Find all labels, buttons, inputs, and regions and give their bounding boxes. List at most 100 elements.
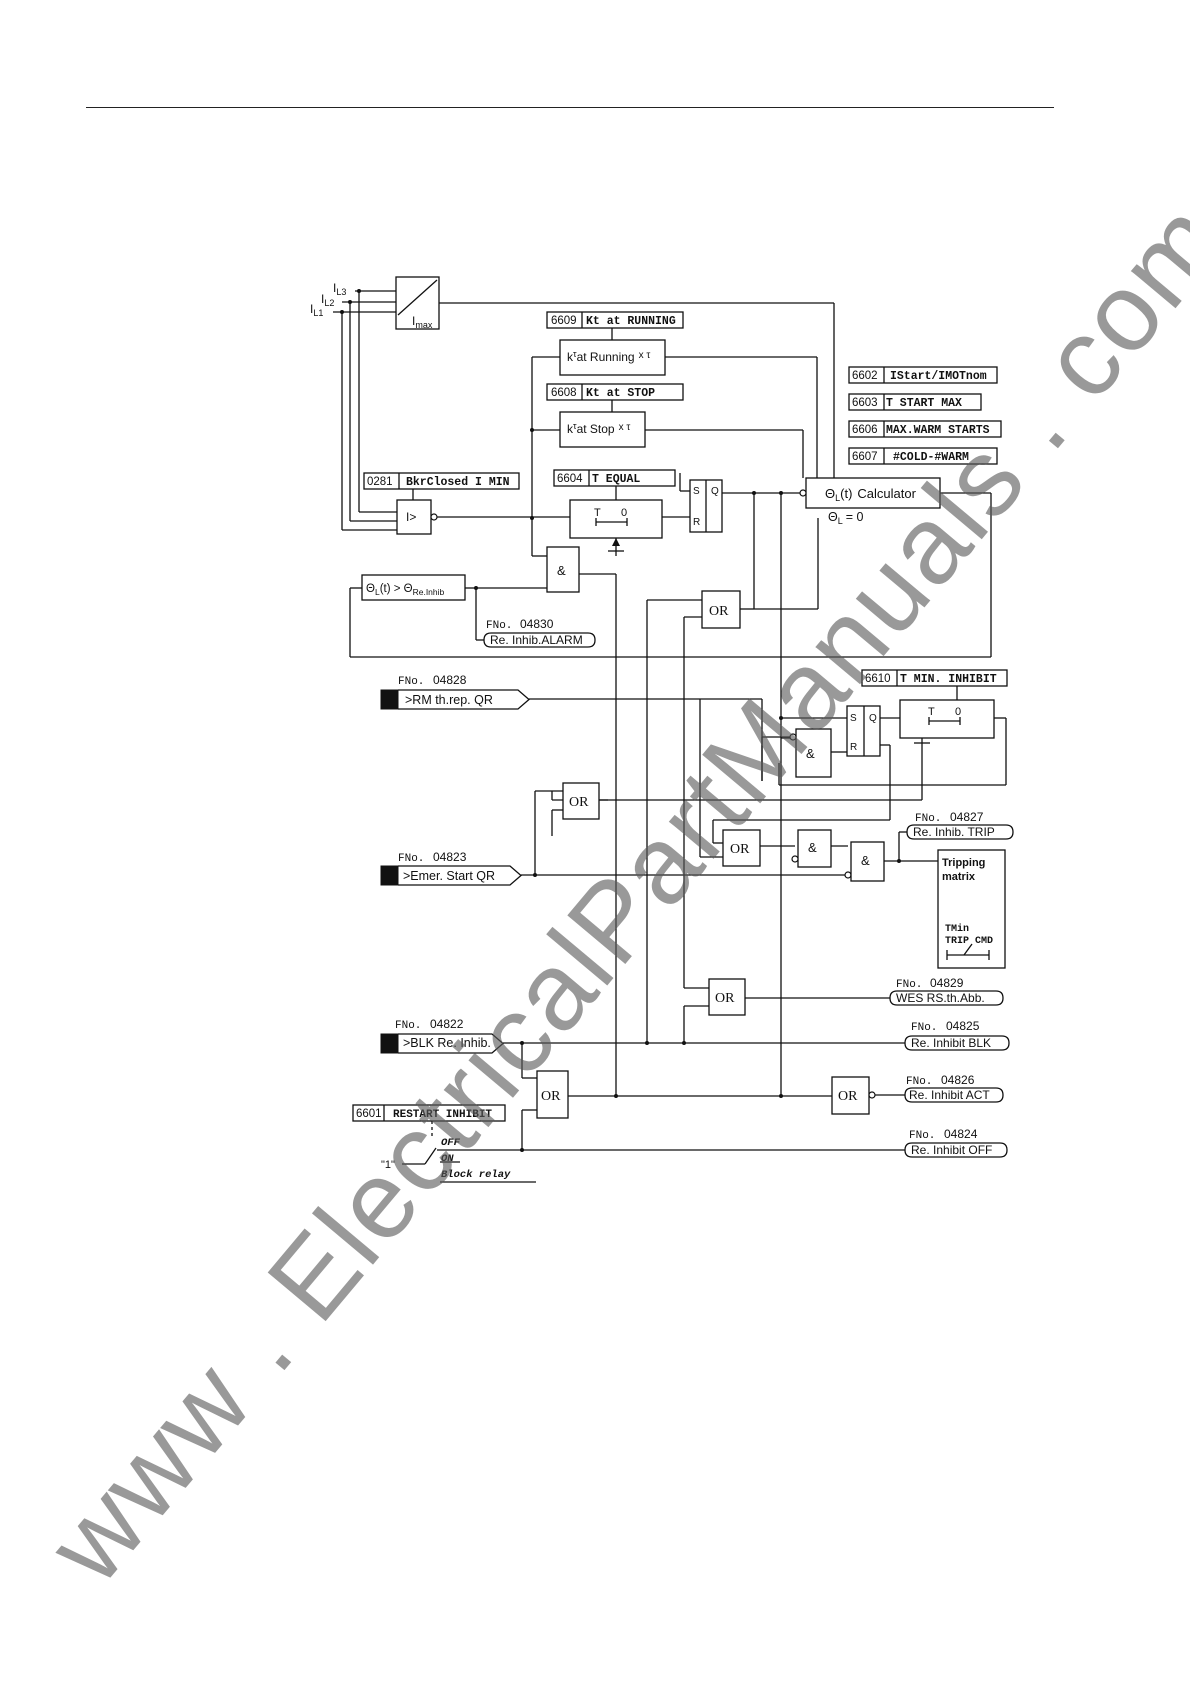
svg-text:Kt at STOP: Kt at STOP xyxy=(586,387,655,400)
svg-text:>BLK Re. Inhib.: >BLK Re. Inhib. xyxy=(403,1036,491,1050)
svg-text:6610: 6610 xyxy=(865,673,891,685)
svg-text:#COLD-#WARM: #COLD-#WARM xyxy=(893,451,969,464)
svg-text:Re. Inhibit OFF: Re. Inhibit OFF xyxy=(911,1143,992,1157)
svg-text:T EQUAL: T EQUAL xyxy=(592,473,640,486)
svg-text:&: & xyxy=(808,840,817,855)
il3-label: IL3 xyxy=(333,281,346,297)
svg-text:T MIN. INHIBIT: T MIN. INHIBIT xyxy=(900,673,997,686)
svg-text:T: T xyxy=(928,706,935,718)
annunciation-out-04827: FNo. 04827 Re. Inhib. TRIP xyxy=(906,810,1014,840)
param-6607: 6607 #COLD-#WARM xyxy=(848,447,998,465)
svg-text:0: 0 xyxy=(955,706,961,718)
imax-block: Imax xyxy=(395,276,835,478)
svg-text:FNo.: FNo. xyxy=(909,1130,935,1142)
svg-text:Block relay: Block relay xyxy=(441,1169,511,1181)
il2-label: IL2 xyxy=(321,292,334,308)
svg-text:MAX.WARM STARTS: MAX.WARM STARTS xyxy=(886,424,990,437)
svg-text:04824: 04824 xyxy=(944,1127,978,1141)
sr-flipflop-2: S Q R xyxy=(846,705,900,757)
annunciation-out-04830: FNo. 04830 Re. Inhib.ALARM xyxy=(483,617,596,648)
param-6601: 6601 RESTART INHIBIT xyxy=(352,1104,506,1138)
svg-text:>RM th.rep. QR: >RM th.rep. QR xyxy=(405,693,493,707)
param-6610: 6610 T MIN. INHIBIT xyxy=(861,669,1008,687)
svg-text:OR: OR xyxy=(709,604,729,619)
svg-text:OR: OR xyxy=(541,1089,561,1104)
svg-text:OR: OR xyxy=(715,991,735,1006)
annunciation-out-04824: FNo. 04824 Re. Inhibit OFF xyxy=(904,1127,1008,1158)
i-greater-label: I> xyxy=(406,510,416,524)
svg-text:6607: 6607 xyxy=(852,451,878,463)
svg-text:Re. Inhibit BLK: Re. Inhibit BLK xyxy=(911,1036,991,1050)
svg-text:FNo.: FNo. xyxy=(915,813,941,825)
svg-text:S: S xyxy=(693,486,700,497)
il1-label: IL1 xyxy=(310,302,323,318)
theta-calculator-label: ΘL(t)Calculator xyxy=(825,486,917,503)
svg-text:T: T xyxy=(594,507,601,519)
annunciation-out-04826: FNo. 04826 Re. Inhibit ACT xyxy=(904,1073,1004,1103)
svg-text:0: 0 xyxy=(621,507,627,519)
svg-text:FNo.: FNo. xyxy=(486,620,512,632)
svg-text:FNo.: FNo. xyxy=(398,676,424,688)
svg-text:TRIP CMD: TRIP CMD xyxy=(945,936,993,947)
svg-text:BkrClosed I MIN: BkrClosed I MIN xyxy=(406,476,510,489)
svg-text:>Emer. Start QR: >Emer. Start QR xyxy=(403,869,495,883)
svg-text:WES RS.th.Abb.: WES RS.th.Abb. xyxy=(896,991,985,1005)
svg-text:"1": "1" xyxy=(381,1159,395,1171)
t-equal-timer: T 0 xyxy=(569,486,690,556)
svg-text:OR: OR xyxy=(730,842,750,857)
or-gate-2: OR xyxy=(533,782,608,877)
imax-label: Imax xyxy=(412,314,433,330)
svg-text:Re. Inhib. TRIP: Re. Inhib. TRIP xyxy=(913,825,995,839)
svg-text:OR: OR xyxy=(838,1089,858,1104)
or-gate-5: OR xyxy=(520,574,832,1152)
svg-text:T START MAX: T START MAX xyxy=(886,397,962,410)
svg-text:6602: 6602 xyxy=(852,370,878,382)
svg-text:ON: ON xyxy=(441,1153,454,1165)
svg-text:04826: 04826 xyxy=(941,1073,975,1087)
svg-text:04827: 04827 xyxy=(950,810,984,824)
svg-text:04828: 04828 xyxy=(433,673,467,687)
phase-current-inputs: IL3 IL2 IL1 xyxy=(310,281,397,531)
and-gate-2: & xyxy=(761,728,847,781)
theta-compare-block: ΘL(t) > ΘRe.Inhib xyxy=(361,574,484,641)
tripping-matrix-block: Tripping matrix TMin TRIP CMD xyxy=(937,849,1006,969)
or-gate-3: OR xyxy=(699,699,795,867)
param-6606: 6606 MAX.WARM STARTS xyxy=(848,420,1002,438)
svg-text:04822: 04822 xyxy=(430,1017,464,1031)
annunciation-out-04825: FNo. 04825 Re. Inhibit BLK xyxy=(904,1019,1010,1051)
svg-text:04825: 04825 xyxy=(946,1019,980,1033)
tripping-matrix-label-2: matrix xyxy=(942,871,976,883)
svg-text:04830: 04830 xyxy=(520,617,554,631)
svg-text:Re. Inhibit ACT: Re. Inhibit ACT xyxy=(909,1088,990,1102)
svg-text:Q: Q xyxy=(869,713,877,724)
svg-text:OR: OR xyxy=(569,795,589,810)
svg-text:6608: 6608 xyxy=(551,387,577,399)
or-gate-1: OR xyxy=(647,518,819,629)
svg-text:FNo.: FNo. xyxy=(395,1020,421,1032)
param-6602: 6602 IStart/IMOTnom xyxy=(848,366,998,384)
or-gate-6: OR xyxy=(831,1076,905,1115)
annunciation-in-04828: FNo. 04828 >RM th.rep. QR xyxy=(380,673,763,781)
svg-text:&: & xyxy=(861,853,870,868)
svg-text:S: S xyxy=(850,713,857,724)
param-0281: 0281 BkrClosed I MIN xyxy=(363,472,520,490)
annunciation-in-04823: FNo. 04823 >Emer. Start QR xyxy=(380,850,852,886)
svg-text:&: & xyxy=(806,746,815,761)
svg-text:6604: 6604 xyxy=(557,473,583,485)
and-gate-4: & xyxy=(850,831,938,882)
svg-text:Q: Q xyxy=(711,486,719,497)
theta-calculator-block: ΘL(t)Calculator ΘL= 0 xyxy=(349,477,992,658)
svg-text:04829: 04829 xyxy=(930,976,964,990)
restart-inhibit-switch: "1" OFF ON Block relay xyxy=(381,1137,905,1183)
svg-text:R: R xyxy=(850,742,857,753)
i-greater-block: I> xyxy=(396,489,570,535)
svg-text:FNo.: FNo. xyxy=(911,1022,937,1034)
svg-text:&: & xyxy=(557,563,566,578)
param-6604: 6604 T EQUAL xyxy=(553,469,676,487)
sr-flipflop-1: S Q R xyxy=(679,473,800,533)
svg-text:6601: 6601 xyxy=(356,1108,382,1120)
